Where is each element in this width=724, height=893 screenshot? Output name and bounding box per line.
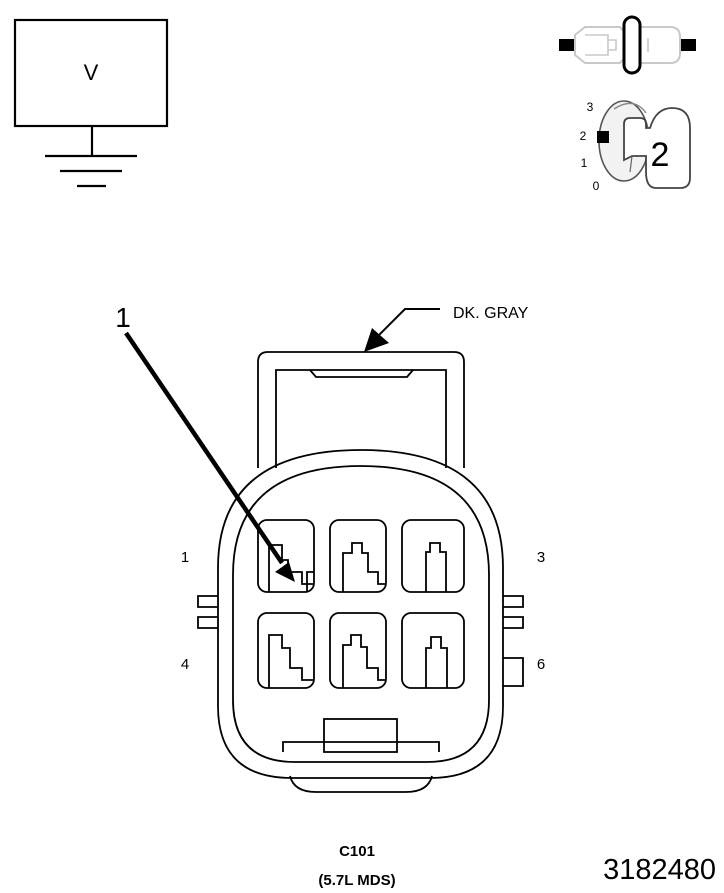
connector-description: (5.7L MDS) — [318, 872, 395, 889]
wire-color-leader — [364, 308, 440, 352]
disconnected-connector-icon — [559, 15, 696, 75]
connector-inner-face — [232, 465, 490, 763]
connector-body — [197, 351, 524, 793]
connector-outer-shell — [217, 449, 504, 779]
voltmeter-label: V — [84, 60, 99, 85]
callout-arrow — [124, 331, 295, 582]
callout-number: 1 — [115, 302, 131, 333]
ignition-selected-label: 2 — [651, 136, 670, 174]
cavity-2 — [329, 519, 387, 593]
pin-label-1: 1 — [181, 549, 189, 566]
wire-color-label: DK. GRAY — [453, 305, 529, 322]
connector-keyway — [323, 718, 398, 753]
connector-id: C101 — [339, 843, 375, 860]
pin-label-4: 4 — [181, 656, 189, 673]
ignition-position-marker — [597, 131, 609, 143]
cavity-5 — [329, 612, 387, 689]
cavity-1 — [257, 519, 315, 593]
ground-icon — [45, 154, 137, 188]
pin-label-6: 6 — [537, 656, 545, 673]
cavity-6 — [401, 612, 465, 689]
voltmeter-box — [13, 18, 169, 128]
cavity-3 — [401, 519, 465, 593]
voltmeter-symbol — [13, 18, 169, 188]
figure-number: 3182480 — [603, 854, 716, 886]
terminal-cavities — [257, 519, 465, 689]
pin-label-3: 3 — [537, 549, 545, 566]
ignition-position-1: 1 — [581, 156, 588, 170]
ignition-position-3: 3 — [587, 100, 594, 114]
cavity-4 — [257, 612, 315, 689]
right-lower-tab — [503, 657, 524, 687]
connector-latch — [257, 351, 465, 468]
ignition-position-2: 2 — [580, 129, 587, 143]
right-side-rib — [503, 595, 524, 629]
left-side-rib — [197, 595, 218, 629]
ignition-position-0: 0 — [593, 179, 600, 193]
ignition-key-icon — [597, 100, 691, 189]
